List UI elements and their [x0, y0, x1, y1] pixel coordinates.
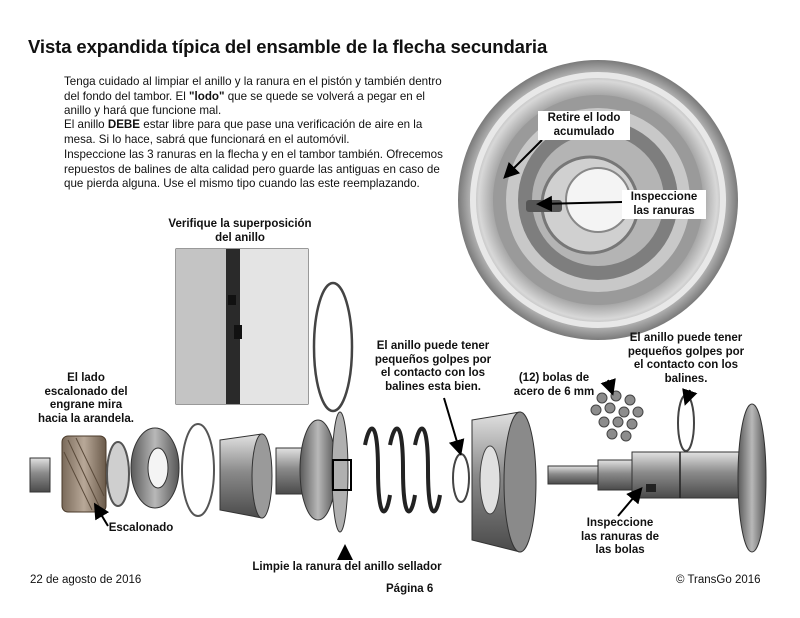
- label-stepped-side: El lado escalonado del engrane mira haci…: [38, 372, 134, 425]
- clutch-drum: [471, 411, 537, 553]
- page-title: Vista expandida típica del ensamble de l…: [28, 36, 548, 57]
- label-remove-sludge: Retire el lodo acumulado: [538, 111, 630, 140]
- paragraph-ring-free-text-c: estar libre para que pase una verificaci…: [64, 118, 423, 146]
- gear: [61, 435, 107, 513]
- footer-page-number: Página 6: [386, 583, 434, 595]
- paragraph-cleaning: Tenga cuidado al limpiar el anillo y la …: [64, 75, 444, 119]
- piston: [275, 411, 352, 533]
- snap-ring-small: [181, 423, 215, 517]
- callout-arrows: [93, 139, 698, 560]
- label-ring-dents-1: El anillo puede tener pequeños golpes po…: [374, 340, 492, 393]
- paragraph-ring-free-text-a: El anillo: [64, 118, 108, 131]
- steel-balls: [590, 390, 644, 442]
- paragraph-cleaning-emphasis: "lodo": [189, 89, 225, 103]
- output-shaft: [547, 403, 767, 553]
- label-stepped: Escalonado: [108, 522, 174, 534]
- bearing: [130, 427, 180, 509]
- snap-ring-large: [312, 281, 354, 413]
- seal-ring: [452, 453, 470, 503]
- paragraph-cleaning-text-c: que se quede se volverá a pegar en el an…: [64, 89, 425, 118]
- paragraph-inspect: Inspeccione las 3 ranuras en la flecha y…: [64, 148, 443, 190]
- paragraph-cleaning-text-a: Tenga cuidado al limpiar el anillo y la …: [64, 75, 442, 103]
- shaft-ring: [677, 394, 695, 452]
- spring-retainer: [219, 433, 273, 519]
- label-ring-dents-2: El anillo puede tener pequeños golpes po…: [627, 332, 745, 385]
- paragraph-ring-free: El anillo DEBE estar libre para que pase…: [64, 118, 444, 147]
- label-steel-balls: (12) bolas de acero de 6 mm: [513, 372, 595, 398]
- washer: [106, 441, 130, 507]
- drum-closeup: [458, 60, 738, 340]
- footer-date: 22 de agosto de 2016: [30, 574, 142, 586]
- label-inspect-grooves: Inspeccione las ranuras: [622, 190, 706, 219]
- label-verify-overlap: Verifique la superposición del anillo: [168, 218, 312, 244]
- nut: [29, 457, 51, 493]
- return-spring: [363, 426, 442, 514]
- label-clean-seal-groove: Limpie la ranura del anillo sellador: [252, 561, 442, 573]
- ring-overlap-closeup: [175, 248, 309, 405]
- label-inspect-ball-grooves: Inspeccione las ranuras de las bolas: [581, 517, 659, 556]
- footer-copyright: © TransGo 2016: [676, 574, 761, 586]
- paragraph-ring-free-emphasis: DEBE: [107, 118, 141, 131]
